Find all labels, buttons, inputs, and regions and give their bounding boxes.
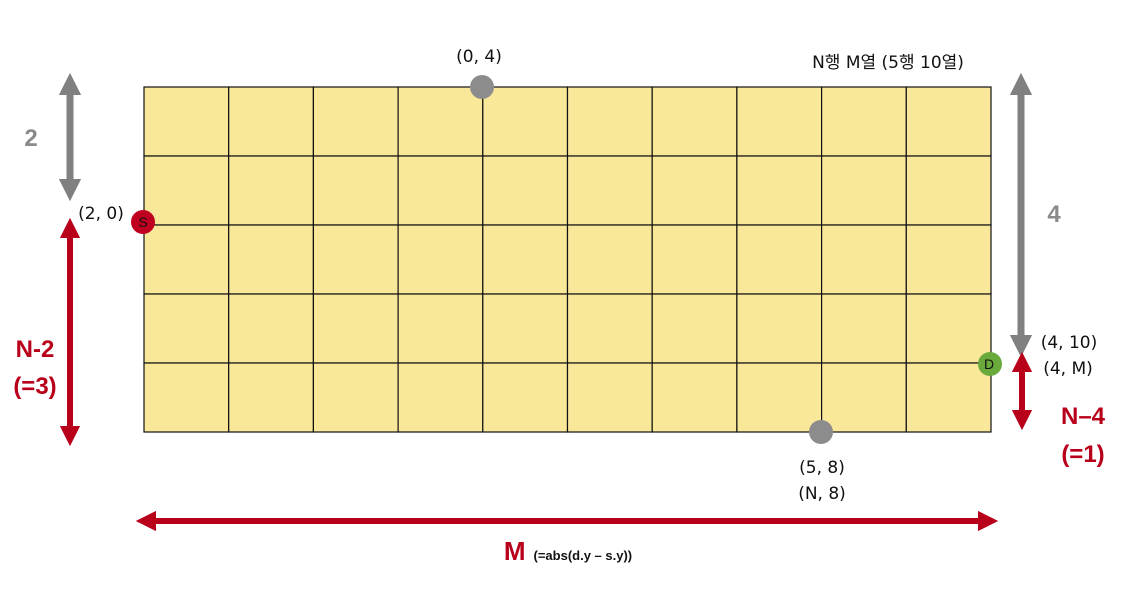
start-point [131, 210, 155, 234]
grid-cell [143, 293, 230, 364]
grid-cell [312, 86, 399, 157]
grid-cell [651, 224, 738, 295]
left-red-label-line1: N-2 [16, 336, 55, 363]
dest-point [978, 352, 1002, 376]
grid-cell [482, 86, 569, 157]
grid-cell [228, 155, 314, 226]
top-gray-point [470, 75, 494, 99]
grid-cell [482, 155, 569, 226]
bottom-gray-point [809, 420, 833, 444]
grid-cell [397, 362, 484, 433]
grid-cell [905, 362, 992, 433]
grid-cell [651, 293, 738, 364]
grid-cell [820, 362, 907, 433]
right-red-label-line1: N–4 [1061, 403, 1106, 430]
grid-cell [566, 224, 653, 295]
grid-cell [397, 293, 484, 364]
grid-cell [651, 362, 738, 433]
right-gray-label: 4 [1047, 201, 1061, 228]
grid-cell [736, 224, 823, 295]
grid-cell [820, 293, 907, 364]
bottom-label: M (=abs(d.y – s.y)) [504, 536, 632, 566]
grid-cell [482, 362, 569, 433]
grid-cell [228, 362, 314, 433]
grid-cell [397, 86, 484, 157]
grid-cell [736, 155, 823, 226]
grid-cell [905, 86, 992, 157]
grid-caption: N행 M열 (5행 10열) [812, 53, 964, 73]
grid-cell [566, 293, 653, 364]
grid-cell [736, 293, 823, 364]
grid-cell [228, 224, 314, 295]
start-point-label: (2, 0) [78, 204, 124, 224]
grid-cell [482, 293, 569, 364]
grid [143, 86, 992, 433]
grid-cell [736, 362, 823, 433]
dest-point-label-line1: (4, 10) [1041, 333, 1098, 353]
grid-cell [143, 155, 230, 226]
grid-cell [736, 86, 823, 157]
dest-point-letter: D [984, 356, 994, 372]
left-gray-label: 2 [24, 125, 37, 152]
bottom-gray-point-label-line1: (5, 8) [799, 458, 845, 478]
start-point-letter: S [138, 214, 147, 230]
grid-cell [566, 155, 653, 226]
bottom-gray-point-label-line2: (N, 8) [798, 484, 846, 504]
grid-cell [905, 293, 992, 364]
grid-cell [820, 86, 907, 157]
grid-cell [651, 155, 738, 226]
grid-cell [651, 86, 738, 157]
top-gray-point-label: (0, 4) [456, 47, 502, 67]
grid-cell [566, 86, 653, 157]
right-red-label-line2: (=1) [1061, 441, 1104, 468]
grid-cell [905, 224, 992, 295]
grid-cell [143, 86, 230, 157]
grid-cell [312, 293, 399, 364]
grid-cell [905, 155, 992, 226]
grid-cell [143, 224, 230, 295]
grid-cell [312, 155, 399, 226]
left-red-label-line2: (=3) [13, 373, 56, 400]
grid-cell [820, 224, 907, 295]
bottom-label-main: M [504, 536, 526, 566]
grid-cell [312, 362, 399, 433]
grid-cell [397, 224, 484, 295]
grid-cell [397, 155, 484, 226]
dest-point-label-line2: (4, M) [1043, 359, 1093, 379]
grid-cell [312, 224, 399, 295]
bottom-label-sub: (=abs(d.y – s.y)) [534, 548, 633, 563]
grid-cell [820, 155, 907, 226]
grid-cell [143, 362, 230, 433]
grid-cell [482, 224, 569, 295]
grid-cell [228, 293, 314, 364]
grid-cell [228, 86, 314, 157]
grid-cell [566, 362, 653, 433]
